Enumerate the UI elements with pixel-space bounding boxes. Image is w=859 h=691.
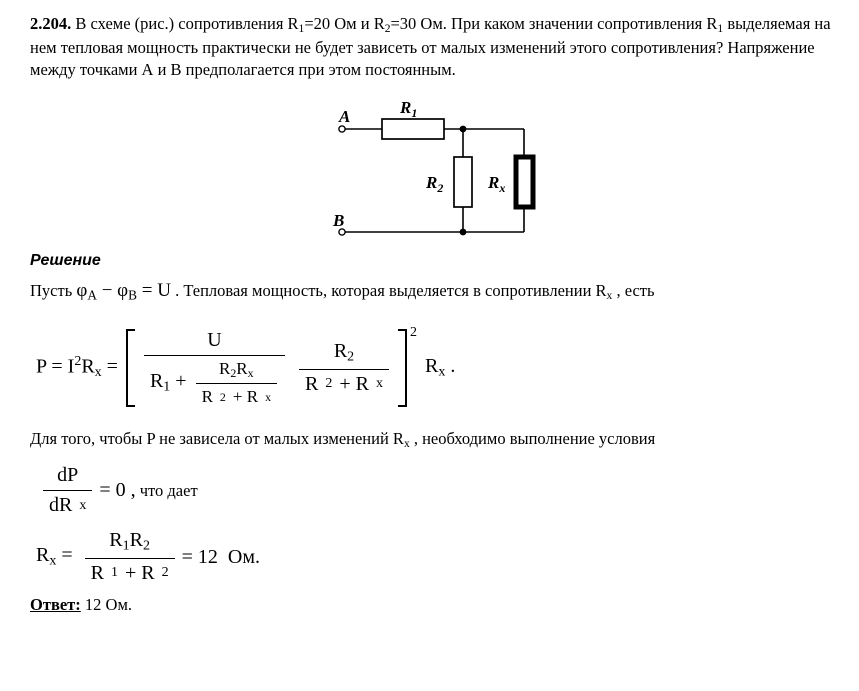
condition-text: Для того, чтобы P не зависела от малых и… (30, 429, 656, 451)
left-bracket (125, 328, 135, 408)
terminal-b-label: B (332, 211, 344, 230)
solution-intro: Пусть φA − φB = U . Тепловая мощность, к… (30, 279, 833, 304)
problem-number: 2.204. (30, 14, 72, 33)
resistor-r1-box (381, 117, 445, 140)
outer-denominator-left: R1 + (149, 370, 187, 395)
intro-prefix: Пусть (30, 280, 77, 300)
power-formula-lhs: P = I2Rx = (36, 354, 123, 381)
circuit-svg: A B R1 R2 Rx (332, 98, 536, 236)
problem-statement: 2.204. В схеме (рис.) сопротивления R1=2… (30, 13, 833, 81)
right-bracket (397, 328, 407, 408)
terminal-b-circle (338, 227, 346, 236)
bracket-exponent: 2 (409, 324, 417, 340)
junction-dot-bottom (459, 228, 467, 236)
circuit-diagram: A B R1 R2 Rx (326, 89, 566, 244)
answer-line: Ответ: 12 Ом. (30, 595, 833, 615)
resistor-rx-label: Rx (487, 173, 505, 195)
resistor-r2-box (453, 155, 473, 208)
power-formula-rhs: Rx . (419, 355, 456, 380)
resistor-r2-label: R2 (425, 173, 443, 195)
intro-math: φA − φB = U (76, 279, 171, 302)
outer-numerator: U (207, 328, 222, 351)
answer-value: 12 Ом. (80, 594, 133, 614)
intro-suffix: . Тепловая мощность, которая выделяется … (170, 280, 655, 302)
junction-dot-top (459, 125, 467, 133)
derivative-numerator: dP (57, 464, 79, 487)
derivative-eq: = 0 , (99, 479, 136, 502)
terminal-a-circle (338, 124, 346, 133)
document-page: 2.204. В схеме (рис.) сопротивления R1=2… (30, 13, 833, 615)
solution-heading: Решение (30, 251, 101, 269)
derivative-text: что дает (135, 480, 198, 500)
resistor-rx-box (513, 154, 536, 210)
result-eq: = 12 Ом. (181, 545, 260, 568)
terminal-a-label: A (338, 107, 350, 126)
result-lhs: Rx = (36, 544, 78, 569)
problem-text: В схеме (рис.) сопротивления R1=20 Ом и … (30, 14, 831, 79)
inner-numerator: R2Rx (219, 358, 254, 380)
result-numerator: R1R2 (109, 529, 150, 554)
multiplier-numerator: R2 (333, 340, 355, 365)
resistor-r1-label: R1 (399, 98, 417, 120)
answer-label: Ответ: (30, 594, 81, 614)
